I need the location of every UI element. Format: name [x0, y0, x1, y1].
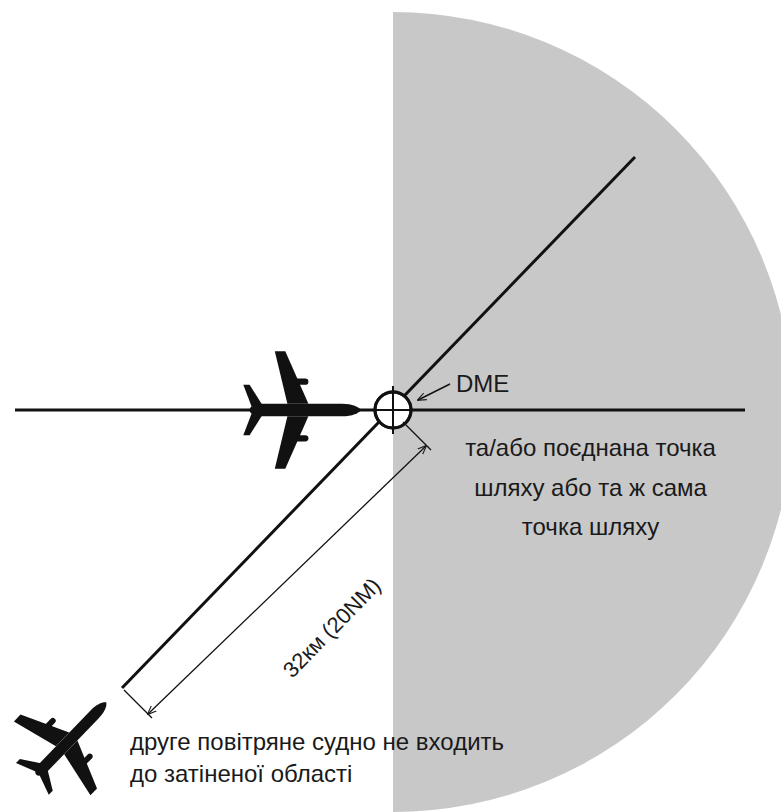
dme-symbol [369, 386, 417, 434]
extension-line [124, 690, 152, 718]
aircraft [0, 665, 145, 812]
shaded-area [393, 12, 781, 812]
aircraft [243, 351, 361, 469]
dimension-line [148, 446, 426, 714]
dimension-label: 32км (20NM) [277, 572, 387, 684]
waypoint-note: та/або поєднана точка шляху або та ж сам… [458, 428, 723, 547]
leader-line [418, 384, 450, 400]
dme-label: DME [456, 368, 509, 399]
extension-line [403, 422, 431, 450]
route-line [122, 157, 635, 688]
aircraft-note: друге повітряне судно не входить до заті… [130, 726, 530, 791]
